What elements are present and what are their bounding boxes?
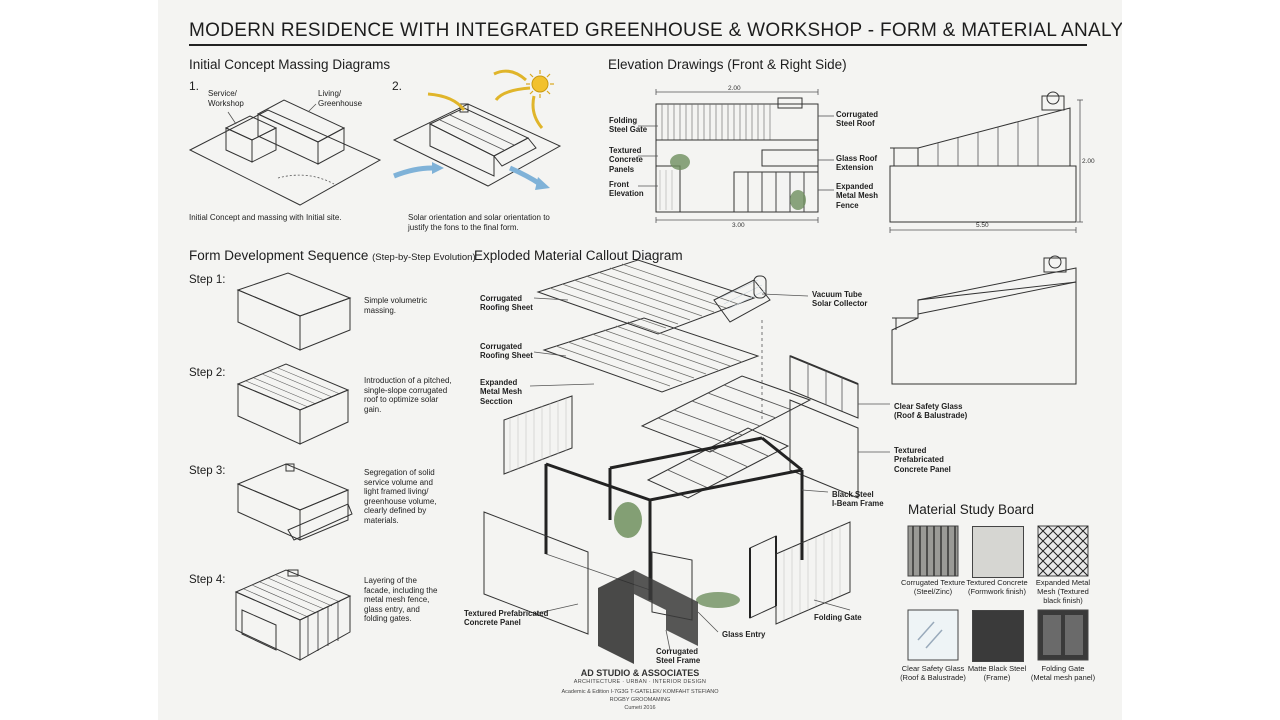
callout-clear-glass: Clear Safety Glass (Roof & Balustrade) — [894, 402, 968, 421]
step-1-text: Simple volumetric massing. — [364, 296, 428, 315]
massing-caption-1: Initial Concept and massing with Initial… — [189, 213, 342, 222]
board-heading: Material Study Board — [908, 502, 1035, 517]
swatch-black-steel — [972, 610, 1024, 662]
front-elevation — [638, 89, 834, 223]
callout-concrete-panel-right: Textured Prefabricated Concrete Panel — [894, 446, 951, 474]
step-1-label: Step 1: — [189, 274, 226, 286]
swatch-label-mesh: Expanded Metal Mesh (Textured black fini… — [1035, 578, 1091, 605]
massing-caption-2: Solar orientation and solar orientation … — [408, 213, 550, 232]
drawing-sheet: MODERN RESIDENCE WITH INTEGRATED GREENHO… — [158, 0, 1122, 720]
swatch-label-concrete: Textured Concrete (Formwork finish) — [966, 578, 1028, 596]
step-3-text: Segregation of solid service volume and … — [364, 468, 437, 525]
massing-number-2: 2. — [392, 79, 403, 93]
exploded-heading: Exploded Material Callout Diagram — [474, 248, 683, 263]
studio-name: AD STUDIO & ASSOCIATES — [580, 668, 700, 678]
massing-heading: Initial Concept Massing Diagrams — [189, 57, 391, 72]
elevations-heading: Elevation Drawings (Front & Right Side) — [608, 57, 847, 72]
step-4-label: Step 4: — [189, 574, 226, 586]
callout-steel-frame: Black Steel I-Beam Frame — [832, 490, 884, 509]
dim-side-height: 2.00 — [1082, 158, 1095, 165]
side-elevation-lower — [891, 255, 1077, 385]
studio-credit-line-1: Academic & Edition I-7G3G T-GATELEK/ KOM… — [561, 689, 719, 695]
studio-credit-line-3: Cumeti 2016 — [624, 705, 656, 711]
massing-diagram-2 — [392, 69, 562, 190]
form-dev-heading: Form Development Sequence (Step-by-Step … — [189, 248, 476, 263]
swatch-corrugated — [907, 525, 959, 577]
studio-credit-line-2: ROGBY GROOMAMING — [609, 697, 671, 703]
massing-number-1: 1. — [189, 79, 200, 93]
callout-concrete-panel-left: Textured Prefabricated Concrete Panel — [464, 609, 549, 628]
elev-label-folding-gate: Folding Steel Gate — [609, 116, 648, 135]
callout-glass-entry: Glass Entry — [722, 630, 766, 639]
callout-mesh-section: Expanded Metal Mesh Secction — [480, 378, 523, 406]
studio-tagline: ARCHITECTURE · URBAN · INTERIOR DESIGN — [573, 679, 707, 685]
massing-diagram-1 — [188, 99, 382, 206]
callout-roofing-sheet-1: Corrugated Roofing Sheet — [480, 294, 533, 313]
side-elevation — [889, 91, 1083, 233]
dim-front-bottom: 3.00 — [732, 222, 745, 229]
step-2-text: Introduction of a pitched, single-slope … — [364, 376, 452, 414]
elev-label-mesh-fence: Expanded Metal Mesh Fence — [836, 182, 879, 210]
step-3-label: Step 3: — [189, 465, 226, 477]
step-2-label: Step 2: — [189, 367, 226, 379]
swatch-glass — [907, 609, 959, 661]
elev-label-concrete-panels: Textured Concrete Panels — [609, 146, 643, 174]
swatch-label-gate: Folding Gate (Metal mesh panel) — [1030, 664, 1096, 682]
swatch-folding-gate — [1037, 609, 1089, 661]
step-4-text: Layering of the facade, including the me… — [364, 576, 438, 624]
elev-label-front-elevation: Front Elevation — [609, 180, 644, 199]
exploded-axonometric — [483, 259, 890, 664]
sheet-title: MODERN RESIDENCE WITH INTEGRATED GREENHO… — [189, 20, 1122, 41]
callout-corrugated-frame: Corrugated Steel Frame — [656, 647, 701, 666]
swatch-label-corrugated: Corrugated Texture (Steel/Zinc) — [900, 578, 966, 596]
elev-label-corrugated-roof: Corrugated Steel Roof — [836, 110, 879, 129]
label-living-greenhouse: Living/ Greenhouse — [318, 89, 363, 108]
swatch-metal-mesh — [1037, 525, 1089, 577]
dim-side-width: 5.50 — [976, 222, 989, 229]
form-dev-steps-art — [234, 272, 353, 661]
elev-label-glass-roof: Glass Roof Extension — [836, 154, 878, 173]
swatch-concrete — [972, 526, 1024, 578]
swatch-label-glass: Clear Safety Glass (Roof & Balustrade) — [900, 664, 966, 682]
dim-front-top: 2.00 — [728, 85, 741, 92]
callout-solar-collector: Vacuum Tube Solar Collector — [812, 290, 868, 309]
title-rule — [189, 44, 1087, 46]
callout-roofing-sheet-2: Corrugated Roofing Sheet — [480, 342, 533, 361]
swatch-label-steel: Matte Black Steel (Frame) — [967, 664, 1027, 682]
label-service-workshop: Service/ Workshop — [208, 89, 244, 108]
callout-folding-gate: Folding Gate — [814, 613, 862, 622]
